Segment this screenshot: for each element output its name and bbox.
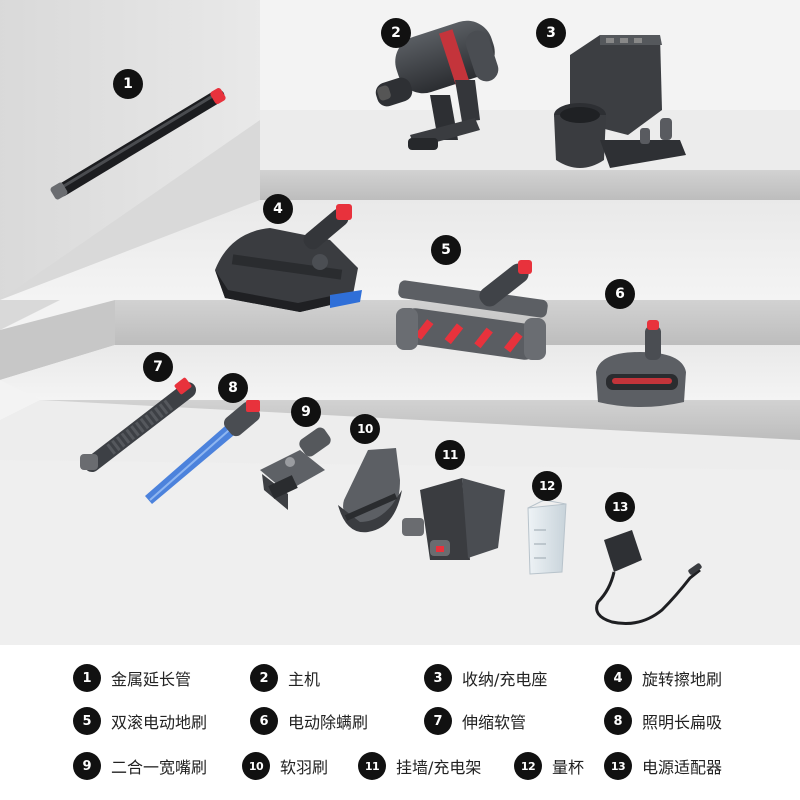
charging-base-item xyxy=(554,35,686,168)
legend-label: 二合一宽嘴刷 xyxy=(111,758,208,777)
legend-label: 主机 xyxy=(288,670,321,689)
product-scene: 1 2 3 4 5 6 7 8 9 10 11 12 13 xyxy=(0,0,800,625)
legend-number: 1 xyxy=(73,664,101,692)
legend-number: 5 xyxy=(73,707,101,735)
legend-number: 12 xyxy=(514,752,542,780)
legend-item-8: 8 照明长扁吸 xyxy=(604,706,722,736)
legend-number: 9 xyxy=(73,752,101,780)
badge-7: 7 xyxy=(143,352,173,382)
legend-item-4: 4 旋转擦地刷 xyxy=(604,663,722,693)
legend-label: 软羽刷 xyxy=(280,758,329,777)
extension-tube-item xyxy=(50,88,226,200)
legend-item-9: 9 二合一宽嘴刷 xyxy=(73,751,207,781)
badge-13: 13 xyxy=(605,492,635,522)
legend-number: 4 xyxy=(604,664,632,692)
legend-label: 电动除螨刷 xyxy=(288,713,369,732)
legend-number: 2 xyxy=(250,664,278,692)
legend-number: 13 xyxy=(604,752,632,780)
accessory-legend: 1 金属延长管 2 主机 3 收纳/充电座 4 旋转擦地刷 5 双滚电动地刷 6… xyxy=(0,645,800,800)
legend-item-13: 13 电源适配器 xyxy=(604,751,722,781)
badge-6: 6 xyxy=(605,279,635,309)
legend-label: 量杯 xyxy=(552,758,585,777)
soft-duster-item xyxy=(338,448,402,533)
badge-5: 5 xyxy=(431,235,461,265)
legend-label: 金属延长管 xyxy=(111,670,192,689)
steps-illustration xyxy=(0,0,800,625)
legend-number: 7 xyxy=(424,707,452,735)
badge-11: 11 xyxy=(435,440,465,470)
badge-2: 2 xyxy=(381,18,411,48)
legend-label: 伸缩软管 xyxy=(462,713,527,732)
legend-label: 双滚电动地刷 xyxy=(111,713,208,732)
badge-8: 8 xyxy=(218,373,248,403)
badge-3: 3 xyxy=(536,18,566,48)
hose-item xyxy=(80,377,196,472)
legend-number: 6 xyxy=(250,707,278,735)
power-adapter-item xyxy=(595,530,702,625)
badge-12: 12 xyxy=(532,471,562,501)
legend-item-12: 12 量杯 xyxy=(514,751,584,781)
measuring-cup-item xyxy=(527,499,567,575)
legend-number: 3 xyxy=(424,664,452,692)
legend-item-5: 5 双滚电动地刷 xyxy=(73,706,207,736)
legend-item-3: 3 收纳/充电座 xyxy=(424,663,547,693)
legend-item-11: 11 挂墙/充电架 xyxy=(358,751,481,781)
legend-label: 旋转擦地刷 xyxy=(642,670,723,689)
wide-brush-item xyxy=(260,427,331,510)
main-unit-item xyxy=(375,20,499,150)
crevice-tool-item xyxy=(145,400,260,504)
legend-item-2: 2 主机 xyxy=(250,663,320,693)
legend-item-6: 6 电动除螨刷 xyxy=(250,706,368,736)
legend-item-1: 1 金属延长管 xyxy=(73,663,191,693)
mop-head-item xyxy=(215,204,362,312)
legend-label: 照明长扁吸 xyxy=(642,713,723,732)
wall-mount-item xyxy=(402,478,505,560)
badge-9: 9 xyxy=(291,397,321,427)
legend-label: 挂墙/充电架 xyxy=(396,758,482,777)
badge-10: 10 xyxy=(350,414,380,444)
legend-label: 收纳/充电座 xyxy=(462,670,548,689)
legend-item-10: 10 软羽刷 xyxy=(242,751,328,781)
legend-number: 10 xyxy=(242,752,270,780)
legend-item-7: 7 伸缩软管 xyxy=(424,706,526,736)
legend-number: 11 xyxy=(358,752,386,780)
mite-brush-item xyxy=(596,320,686,407)
badge-4: 4 xyxy=(263,194,293,224)
roller-brush-item xyxy=(396,260,548,360)
legend-number: 8 xyxy=(604,707,632,735)
badge-1: 1 xyxy=(113,69,143,99)
legend-label: 电源适配器 xyxy=(642,758,723,777)
